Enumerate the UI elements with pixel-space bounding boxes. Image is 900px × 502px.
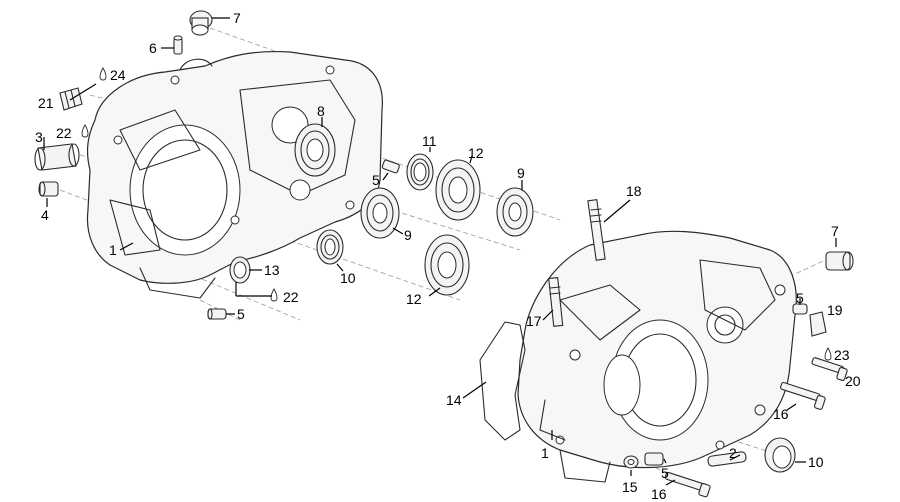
screw-20 xyxy=(811,357,848,381)
callout-22-bottom: 22 xyxy=(283,289,299,305)
callout-1-left: 1 xyxy=(109,242,117,258)
callout-19: 19 xyxy=(827,302,843,318)
sealant-drop-icon-24 xyxy=(99,67,107,81)
seal-10-right xyxy=(764,437,796,473)
gasket-14 xyxy=(479,321,526,441)
pin-5-bottom xyxy=(644,452,664,466)
callout-14: 14 xyxy=(446,392,462,408)
washer-15 xyxy=(623,455,639,469)
sealant-drop-icon-22-bottom xyxy=(270,288,278,302)
stud-18 xyxy=(587,198,606,261)
bushing-4 xyxy=(38,181,59,197)
seal-13 xyxy=(229,256,251,284)
callout-1-right: 1 xyxy=(541,445,549,461)
callout-16-bottom: 16 xyxy=(651,486,667,502)
leader-lines xyxy=(43,17,837,486)
screw-16-bottom xyxy=(664,471,711,498)
callout-13: 13 xyxy=(264,262,280,278)
callout-24: 24 xyxy=(110,67,126,83)
callout-10-right: 10 xyxy=(808,454,824,470)
seal-11 xyxy=(406,153,434,191)
callout-22-left: 22 xyxy=(56,125,72,141)
callout-9-right: 9 xyxy=(517,165,525,181)
stud-17 xyxy=(548,276,564,327)
bushing-7-right xyxy=(825,251,854,271)
sealant-drop-icon-22-left xyxy=(81,124,89,138)
callout-15: 15 xyxy=(622,479,638,495)
screw-16-right xyxy=(780,381,826,410)
callout-6: 6 xyxy=(149,40,157,56)
callout-labels: 7 6 24 21 3 22 4 1 8 11 12 9 5 9 10 12 1… xyxy=(35,10,861,502)
seal-10-mid xyxy=(316,229,344,265)
sleeve-3 xyxy=(34,143,80,171)
callout-4: 4 xyxy=(41,207,49,223)
bearing-12-bottom xyxy=(424,234,470,296)
callout-12-top: 12 xyxy=(468,145,484,161)
callout-10-mid: 10 xyxy=(340,270,356,286)
callout-5-left: 5 xyxy=(237,306,245,322)
callout-7-top: 7 xyxy=(233,10,241,26)
pin-5-left xyxy=(207,308,227,320)
bearing-12-top xyxy=(435,159,481,221)
bushing-7-top xyxy=(189,10,213,36)
dowel-6 xyxy=(173,35,183,55)
callout-7-right: 7 xyxy=(831,223,839,239)
callout-2: 2 xyxy=(729,445,737,461)
callout-5-mid: 5 xyxy=(372,172,380,188)
callout-11: 11 xyxy=(422,133,437,149)
pin-2 xyxy=(707,451,747,467)
pin-5-mid xyxy=(381,159,400,174)
callout-17: 17 xyxy=(526,313,542,329)
plate-19 xyxy=(809,311,827,337)
callout-8: 8 xyxy=(317,103,325,119)
callout-21: 21 xyxy=(38,95,54,111)
bearing-8 xyxy=(294,123,336,177)
callout-18: 18 xyxy=(626,183,642,199)
sealant-drop-icon-23 xyxy=(824,347,832,361)
bearing-9-mid xyxy=(360,187,400,239)
callout-12-bottom: 12 xyxy=(406,291,422,307)
callout-5-right: 5 xyxy=(796,290,804,306)
callout-5-bottom: 5 xyxy=(661,465,669,481)
right-crankcase-half xyxy=(517,230,797,483)
callout-3: 3 xyxy=(35,129,43,145)
callout-20: 20 xyxy=(845,373,861,389)
callout-9-mid: 9 xyxy=(404,227,412,243)
bearing-9-right xyxy=(496,187,534,237)
callout-23: 23 xyxy=(834,347,850,363)
callout-16-right: 16 xyxy=(773,406,789,422)
left-crankcase-half xyxy=(86,51,383,299)
